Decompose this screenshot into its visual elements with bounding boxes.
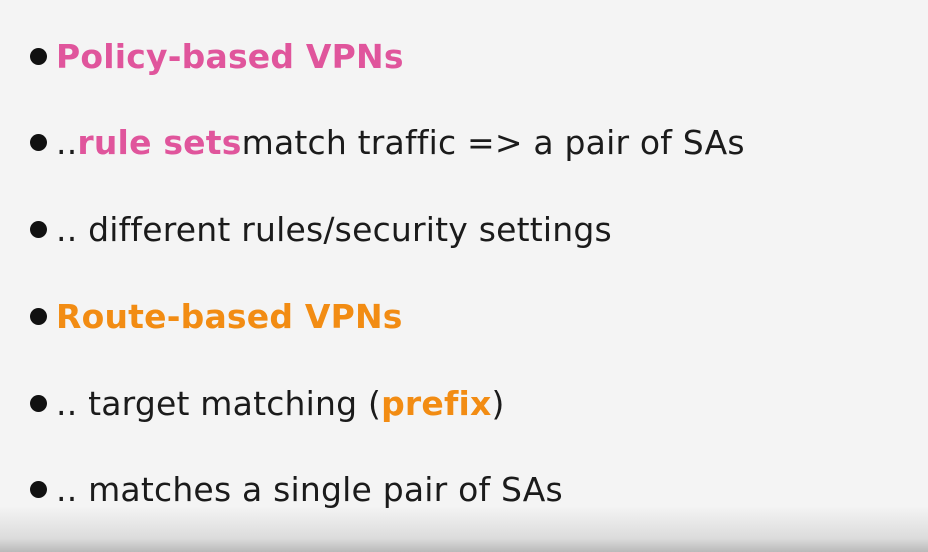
bullet-dot-icon <box>30 220 47 238</box>
bullet-target-matching: .. target matching (prefix) <box>30 380 505 426</box>
bullet-dot-icon <box>30 480 47 498</box>
bullet-policy-based-vpns: Policy-based VPNs <box>30 33 404 79</box>
bullet-text: .. target matching ( <box>56 383 382 423</box>
bullet-dot-icon <box>30 47 47 65</box>
bullet-dot-icon <box>30 133 47 151</box>
bullet-prefix: .. <box>56 122 78 162</box>
bullet-text: match traffic => a pair of SAs <box>241 122 745 162</box>
bullet-single-pair: .. matches a single pair of SAs <box>30 466 563 512</box>
highlight-rule-sets: rule sets <box>77 122 242 162</box>
bullet-suffix: ) <box>491 383 505 423</box>
bullet-text: .. different rules/security settings <box>56 209 612 249</box>
bullet-different-rules: .. different rules/security settings <box>30 206 612 252</box>
bullet-heading-route: Route-based VPNs <box>56 296 403 336</box>
bullet-rule-sets: .. rule sets match traffic => a pair of … <box>30 119 745 165</box>
highlight-prefix: prefix <box>381 383 492 423</box>
bullet-route-based-vpns: Route-based VPNs <box>30 293 403 339</box>
bullet-dot-icon <box>30 307 47 325</box>
bullet-heading-policy: Policy-based VPNs <box>56 36 404 76</box>
bullet-text: .. matches a single pair of SAs <box>56 469 563 509</box>
bullet-dot-icon <box>30 394 47 412</box>
